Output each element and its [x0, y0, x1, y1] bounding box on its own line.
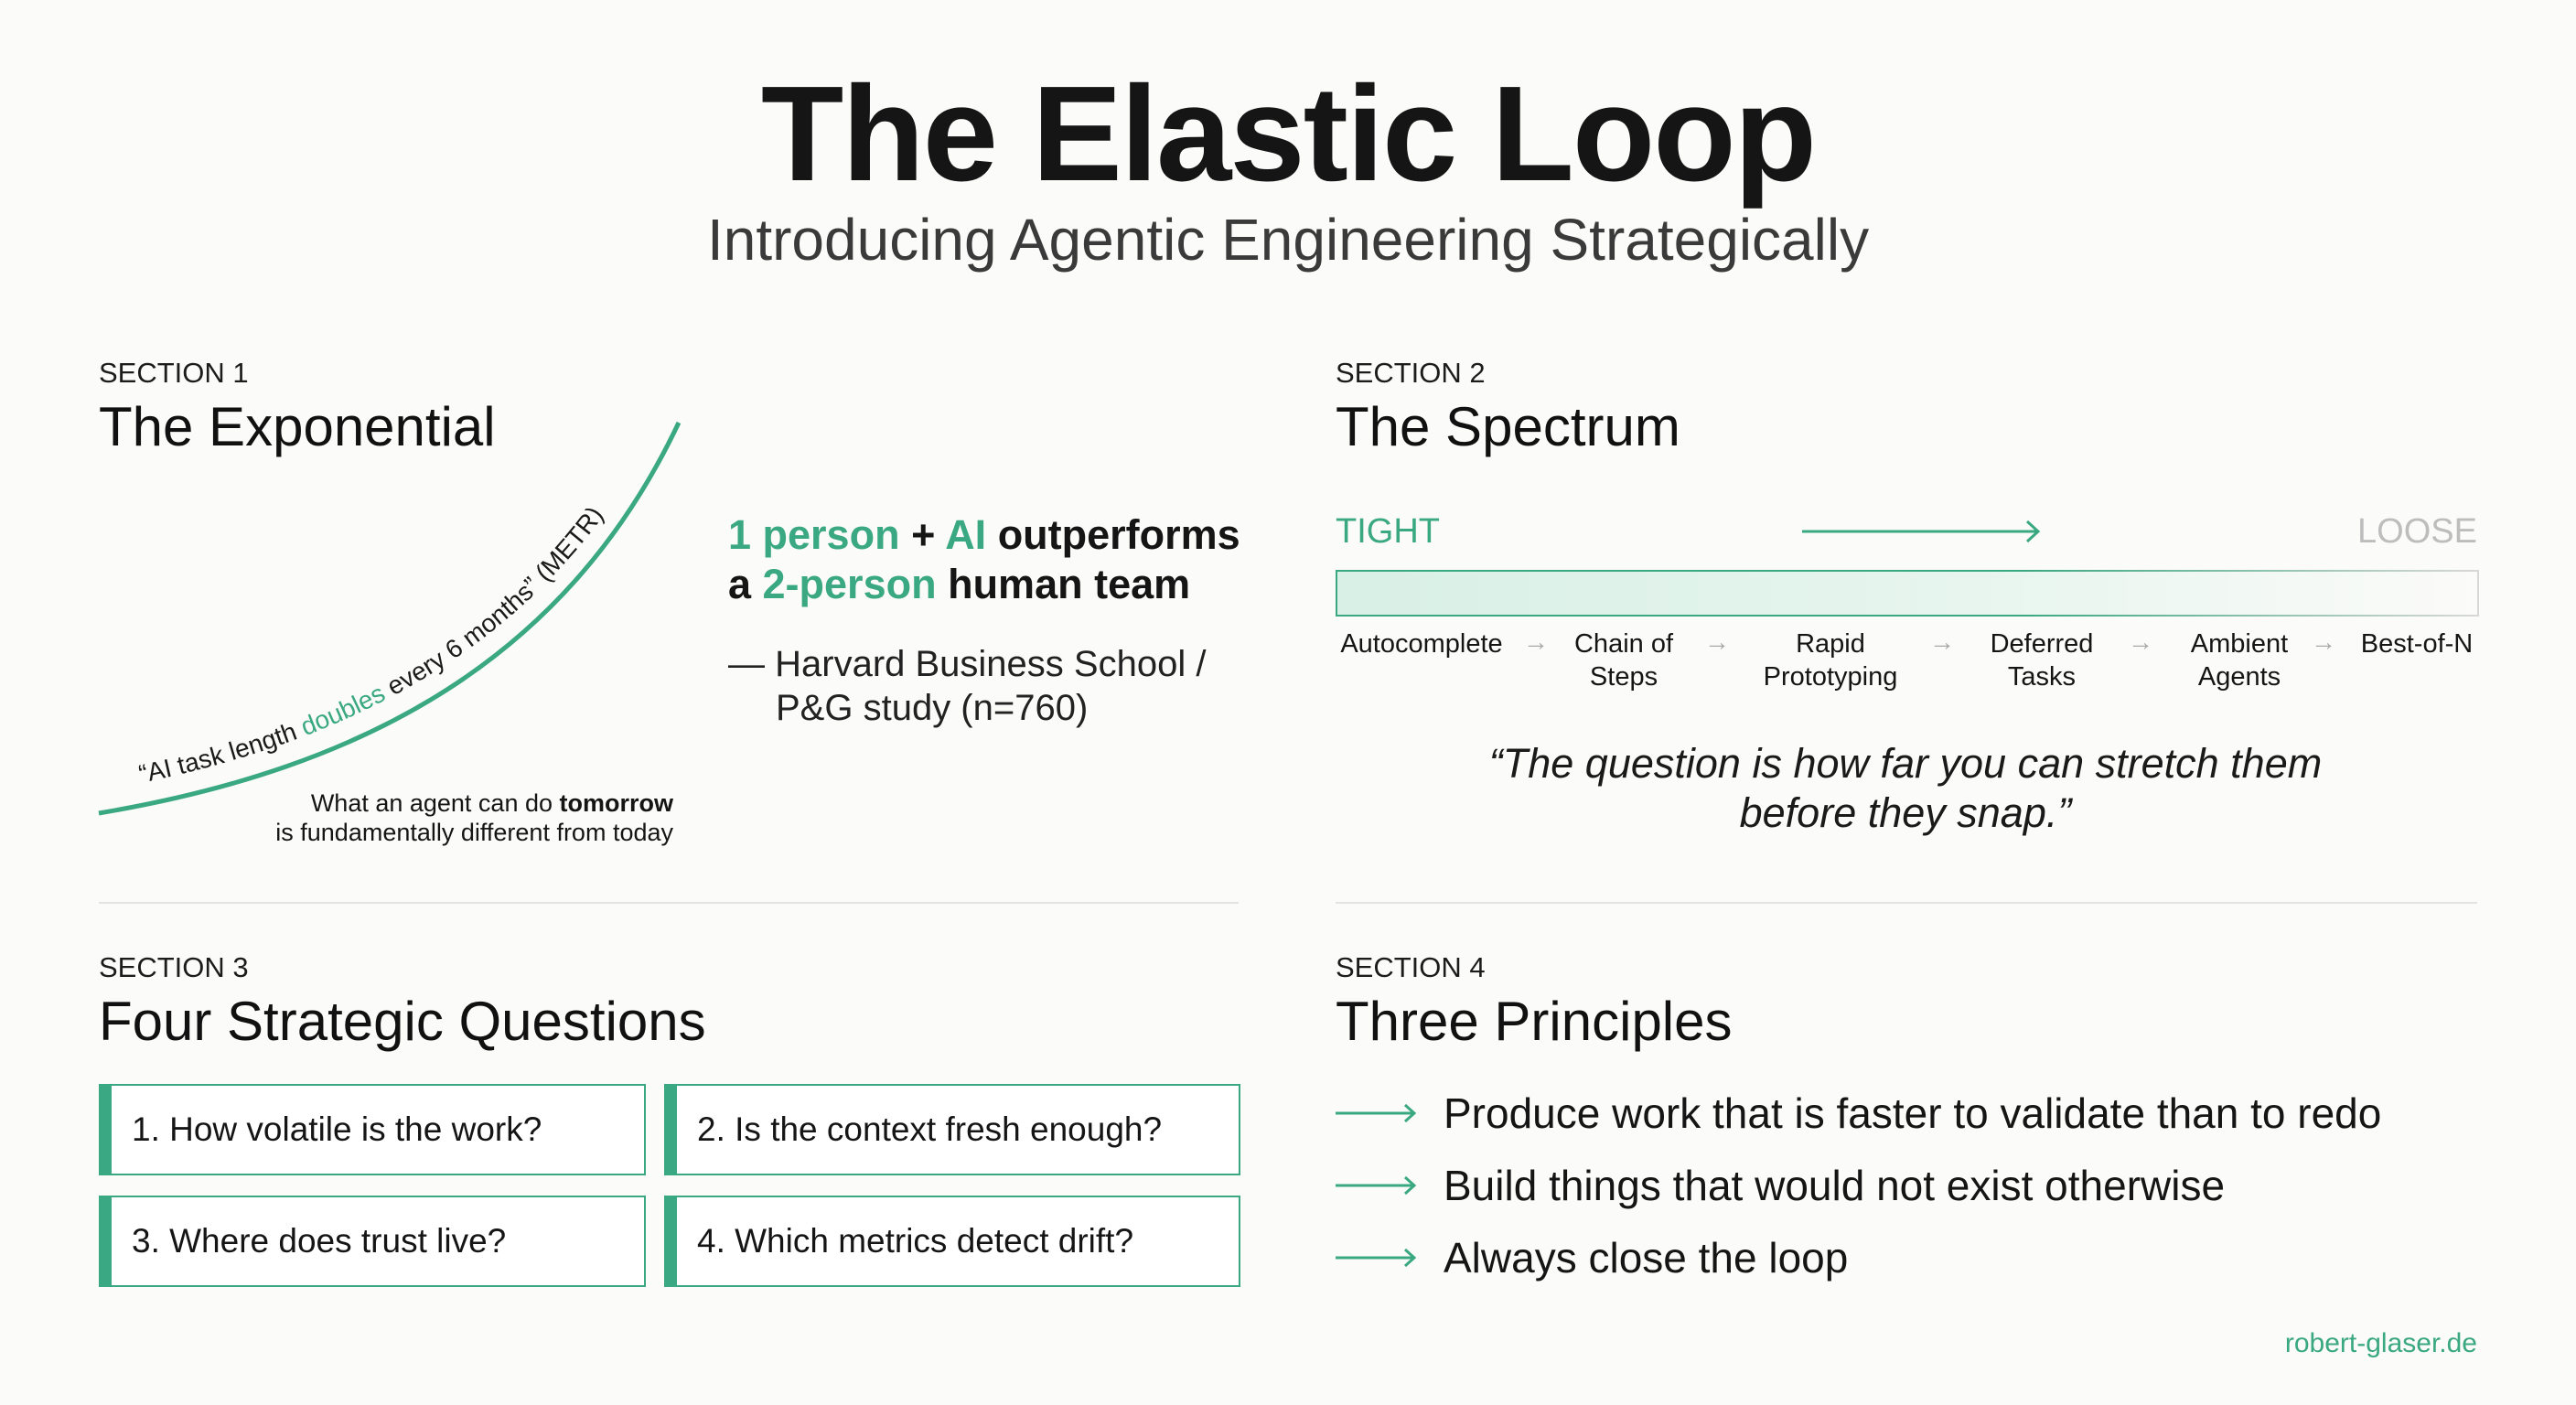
arrow-right-icon	[1336, 1175, 1417, 1196]
section-3-heading: Four Strategic Questions	[99, 991, 706, 1052]
section-2-label: SECTION 2	[1336, 357, 1486, 389]
section-3-label: SECTION 3	[99, 951, 249, 983]
principle-item: Produce work that is faster to validate …	[1336, 1089, 2381, 1138]
stage-best-of-n: Best-of-N	[2360, 629, 2474, 659]
hbs-claim: 1 person + AI outperforms a 2-person hum…	[728, 511, 1240, 607]
divider-right	[1336, 902, 2477, 904]
spectrum-quote: “The question is how far you can stretch…	[1488, 740, 2323, 836]
section-2-heading: The Spectrum	[1336, 396, 1680, 457]
section-4-heading: Three Principles	[1336, 991, 1733, 1052]
exponential-line	[98, 421, 682, 816]
question-card: 4. Which metrics detect drift?	[664, 1196, 1240, 1287]
principle-item: Build things that would not exist otherw…	[1336, 1161, 2225, 1210]
page-title: The Elastic Loop	[760, 59, 1817, 209]
question-card: 3. Where does trust live?	[99, 1196, 646, 1287]
principle-text: Always close the loop	[1444, 1234, 1849, 1282]
arrow-right-icon: →	[2311, 627, 2336, 656]
tight-label: TIGHT	[1336, 512, 1440, 551]
section-1-heading: The Exponential	[99, 396, 496, 457]
question-card: 1. How volatile is the work?	[99, 1084, 646, 1175]
arrow-right-icon: →	[1929, 627, 1955, 656]
divider-left	[99, 902, 1239, 904]
arrow-right-icon	[1336, 1248, 1417, 1268]
page-subtitle: Introducing Agentic Engineering Strategi…	[706, 207, 1870, 273]
principle-text: Build things that would not exist otherw…	[1444, 1162, 2226, 1209]
arrow-right-icon: →	[2128, 627, 2153, 656]
section-1-label: SECTION 1	[99, 357, 249, 389]
direction-arrow-icon	[1802, 520, 2041, 543]
exponential-curve: “AI task length doubles every 6 months” …	[98, 421, 682, 816]
footer-link[interactable]: robert-glaser.de	[2284, 1328, 2477, 1358]
question-card: 2. Is the context fresh enough?	[664, 1084, 1240, 1175]
arrow-right-icon: →	[1704, 627, 1730, 656]
curve-quote: “AI task length doubles every 6 months” …	[136, 501, 608, 788]
section-4-label: SECTION 4	[1336, 951, 1486, 983]
arrow-right-icon	[1336, 1103, 1417, 1123]
principle-text: Produce work that is faster to validate …	[1444, 1089, 2382, 1137]
curve-caption: What an agent can do tomorrow is fundame…	[275, 789, 673, 846]
stage-autocomplete: Autocomplete	[1340, 629, 1503, 659]
loose-label: LOOSE	[2357, 512, 2477, 551]
arrow-right-icon: →	[1523, 627, 1549, 656]
claim-citation: — Harvard Business School / P&G study (n…	[728, 644, 1207, 728]
principle-item: Always close the loop	[1336, 1233, 1848, 1282]
spectrum-bar	[1336, 570, 2479, 617]
